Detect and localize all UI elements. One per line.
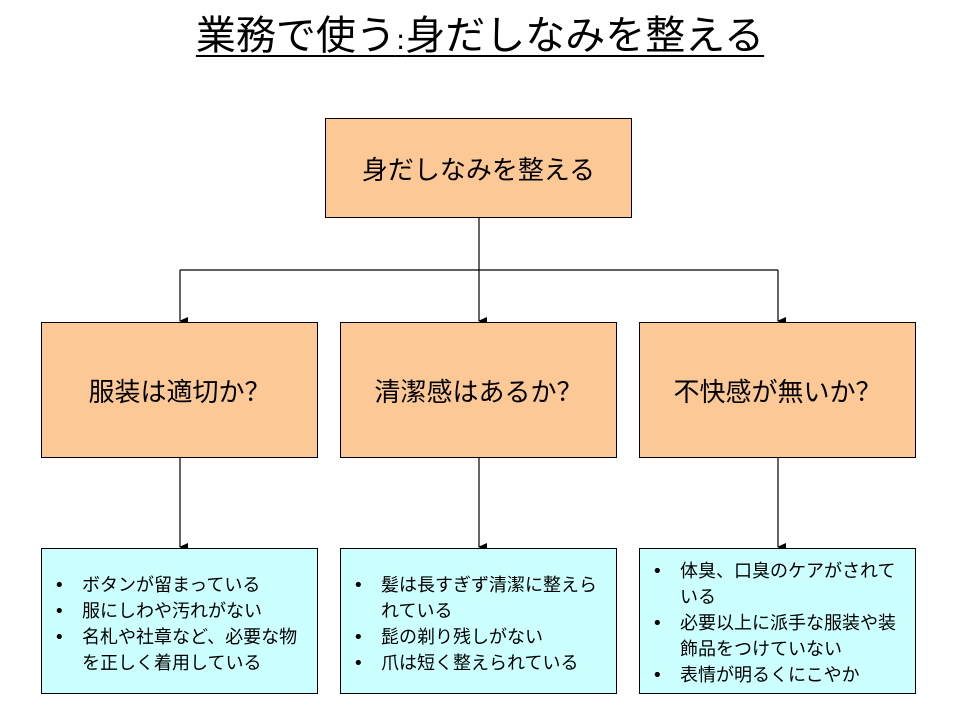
bullet: • — [353, 653, 364, 674]
bullet: • — [54, 627, 65, 648]
title-main: 業務で使う — [195, 13, 396, 59]
list-item-text: ボタンが留まっている — [82, 575, 261, 596]
bullet: • — [54, 575, 65, 596]
bullet: • — [353, 627, 364, 648]
list-item: • 服にしわや汚れがない — [42, 599, 311, 625]
list-item: • 表情が明るくにこやか — [640, 663, 909, 689]
category-node-attire: 服装は適切か？ — [41, 322, 318, 458]
root-node-label: 身だしなみを整える — [361, 155, 596, 186]
bullet: • — [652, 561, 663, 582]
list-item: • ボタンが留まっている — [42, 573, 311, 599]
detail-box-discomfort: • 体臭、口臭のケアがされている • 必要以上に派手な服装や装飾品をつけていない •… — [639, 548, 916, 694]
checklist: • 髪は長すぎず清潔に整えられている • 髭の剃り残しがない • 爪は短く整えられてい… — [341, 573, 610, 677]
page-title: 業務で使う:身だしなみを整える — [0, 10, 960, 66]
list-item-text: 表情が明るくにこやか — [680, 665, 860, 686]
list-item: • 髭の剃り残しがない — [341, 625, 610, 651]
list-item: • 必要以上に派手な服装や装飾品をつけていない — [640, 611, 909, 663]
list-item-text: 服にしわや汚れがない — [82, 601, 262, 622]
list-item: • 爪は短く整えられている — [341, 651, 610, 677]
checklist: • 体臭、口臭のケアがされている • 必要以上に派手な服装や装飾品をつけていない •… — [640, 559, 909, 689]
list-item: • 体臭、口臭のケアがされている — [640, 559, 909, 611]
list-item-text: 髭の剃り残しがない — [381, 627, 543, 648]
category-node-cleanliness: 清潔感はあるか？ — [340, 322, 617, 458]
category-label: 服装は適切か？ — [88, 377, 271, 408]
list-item: • 髪は長すぎず清潔に整えられている — [341, 573, 610, 625]
title-separator: : — [395, 23, 406, 56]
category-label: 不快感が無いか？ — [673, 377, 882, 408]
detail-box-cleanliness: • 髪は長すぎず清潔に整えられている • 髭の剃り残しがない • 爪は短く整えられてい… — [340, 548, 617, 694]
list-item-text: 体臭、口臭のケアがされている — [680, 561, 896, 608]
list-item: • 名札や社章など、必要な物を正しく着用している — [42, 625, 311, 677]
detail-box-attire: • ボタンが留まっている • 服にしわや汚れがない • 名札や社章など、必要な物を正し… — [41, 548, 318, 694]
title-sub: 身だしなみを整える — [405, 13, 765, 59]
bullet: • — [54, 601, 65, 622]
category-node-discomfort: 不快感が無いか？ — [639, 322, 916, 458]
category-label: 清潔感はあるか？ — [374, 377, 583, 408]
bullet: • — [652, 665, 663, 686]
root-node: 身だしなみを整える — [325, 118, 632, 218]
bullet: • — [652, 613, 663, 634]
list-item-text: 爪は短く整えられている — [381, 653, 579, 674]
checklist: • ボタンが留まっている • 服にしわや汚れがない • 名札や社章など、必要な物を正し… — [42, 573, 311, 677]
list-item-text: 必要以上に派手な服装や装飾品をつけていない — [680, 613, 896, 660]
bullet: • — [353, 575, 364, 596]
list-item-text: 名札や社章など、必要な物を正しく着用している — [82, 627, 298, 674]
list-item-text: 髪は長すぎず清潔に整えられている — [381, 575, 597, 622]
